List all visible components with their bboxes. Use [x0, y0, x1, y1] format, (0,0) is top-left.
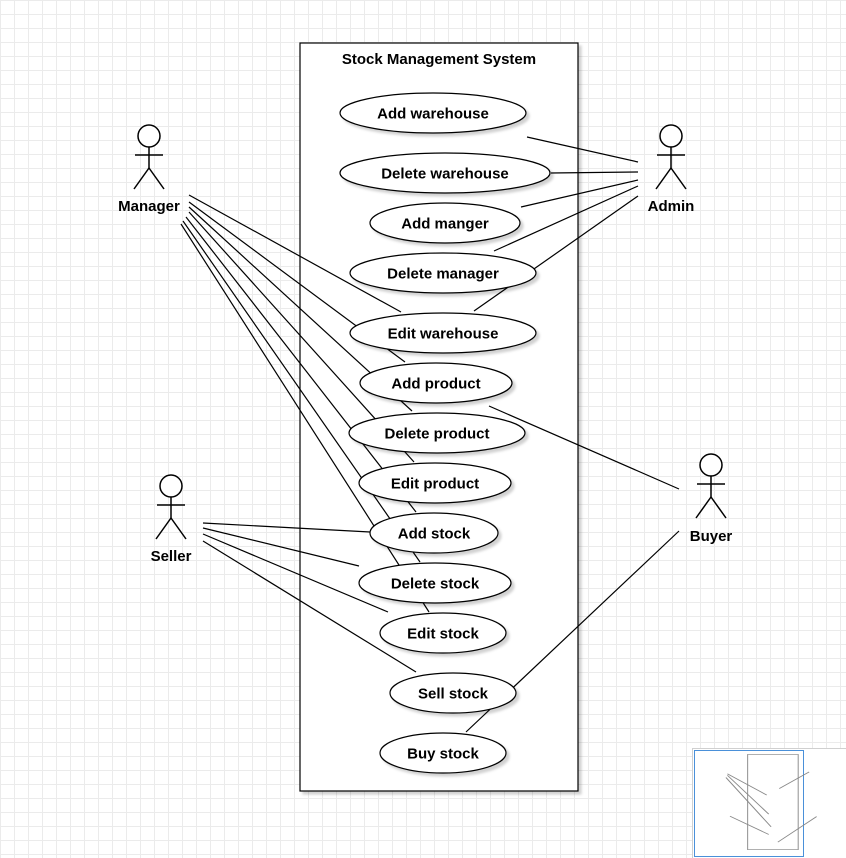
association-admin-add-warehouse[interactable]	[526, 136, 639, 163]
stick-figure-icon	[155, 474, 187, 540]
outline-minimap[interactable]	[692, 748, 846, 858]
association-admin-delete-warehouse[interactable]	[550, 171, 639, 174]
use-case-edit-warehouse[interactable]: Edit warehouse	[349, 312, 537, 354]
use-case-label: Edit stock	[407, 626, 479, 643]
use-case-add-product[interactable]: Add product	[359, 362, 513, 404]
association-seller-sell-stock[interactable]	[202, 540, 417, 673]
association-manager-edit-warehouse[interactable]	[188, 194, 402, 313]
use-case-buy-stock[interactable]: Buy stock	[379, 732, 507, 774]
actor-label: Seller	[151, 548, 192, 565]
use-case-label: Delete warehouse	[381, 166, 509, 183]
actor-label: Admin	[648, 198, 695, 215]
association-admin-edit-warehouse[interactable]	[473, 195, 639, 312]
use-case-label: Sell stock	[418, 686, 489, 703]
use-case-label: Buy stock	[407, 746, 479, 763]
use-case-delete-warehouse[interactable]: Delete warehouse	[339, 152, 551, 194]
use-case-label: Add manger	[401, 216, 489, 233]
use-case-delete-manager[interactable]: Delete manager	[349, 252, 537, 294]
use-case-sell-stock[interactable]: Sell stock	[389, 672, 517, 714]
use-case-add-stock[interactable]: Add stock	[369, 512, 499, 554]
association-admin-delete-manager[interactable]	[493, 185, 639, 252]
use-case-label: Add warehouse	[377, 106, 489, 123]
association-seller-delete-stock[interactable]	[202, 527, 360, 567]
system-title: Stock Management System	[342, 51, 536, 68]
minimap-diagram-preview	[725, 754, 817, 850]
stick-figure-icon	[133, 124, 165, 190]
stick-figure-icon	[655, 124, 687, 190]
actor-buyer[interactable]: Buyer	[690, 453, 733, 545]
association-admin-add-manger[interactable]	[520, 179, 639, 208]
use-case-label: Delete product	[384, 426, 489, 443]
use-case-label: Add stock	[398, 526, 471, 543]
association-manager-delete-stock[interactable]	[182, 220, 421, 563]
actor-admin[interactable]: Admin	[648, 124, 695, 215]
use-case-delete-stock[interactable]: Delete stock	[358, 562, 512, 604]
use-case-edit-product[interactable]: Edit product	[358, 462, 512, 504]
actor-manager[interactable]: Manager	[118, 124, 180, 215]
association-manager-add-stock[interactable]	[185, 216, 417, 513]
use-case-delete-product[interactable]: Delete product	[348, 412, 526, 454]
actor-label: Manager	[118, 198, 180, 215]
use-case-label: Edit warehouse	[388, 326, 499, 343]
stick-figure-icon	[695, 453, 727, 519]
association-buyer-add-product[interactable]	[488, 405, 680, 490]
use-case-edit-stock[interactable]: Edit stock	[379, 612, 507, 654]
use-case-label: Delete stock	[391, 576, 480, 593]
actor-seller[interactable]: Seller	[151, 474, 192, 565]
use-case-add-warehouse[interactable]: Add warehouse	[339, 92, 527, 134]
association-seller-add-stock[interactable]	[202, 522, 371, 533]
association-seller-edit-stock[interactable]	[202, 533, 389, 613]
use-case-label: Delete manager	[387, 266, 499, 283]
use-case-label: Add product	[391, 376, 480, 393]
use-case-label: Edit product	[391, 476, 479, 493]
actor-label: Buyer	[690, 528, 733, 545]
use-case-add-manger[interactable]: Add manger	[369, 202, 521, 244]
